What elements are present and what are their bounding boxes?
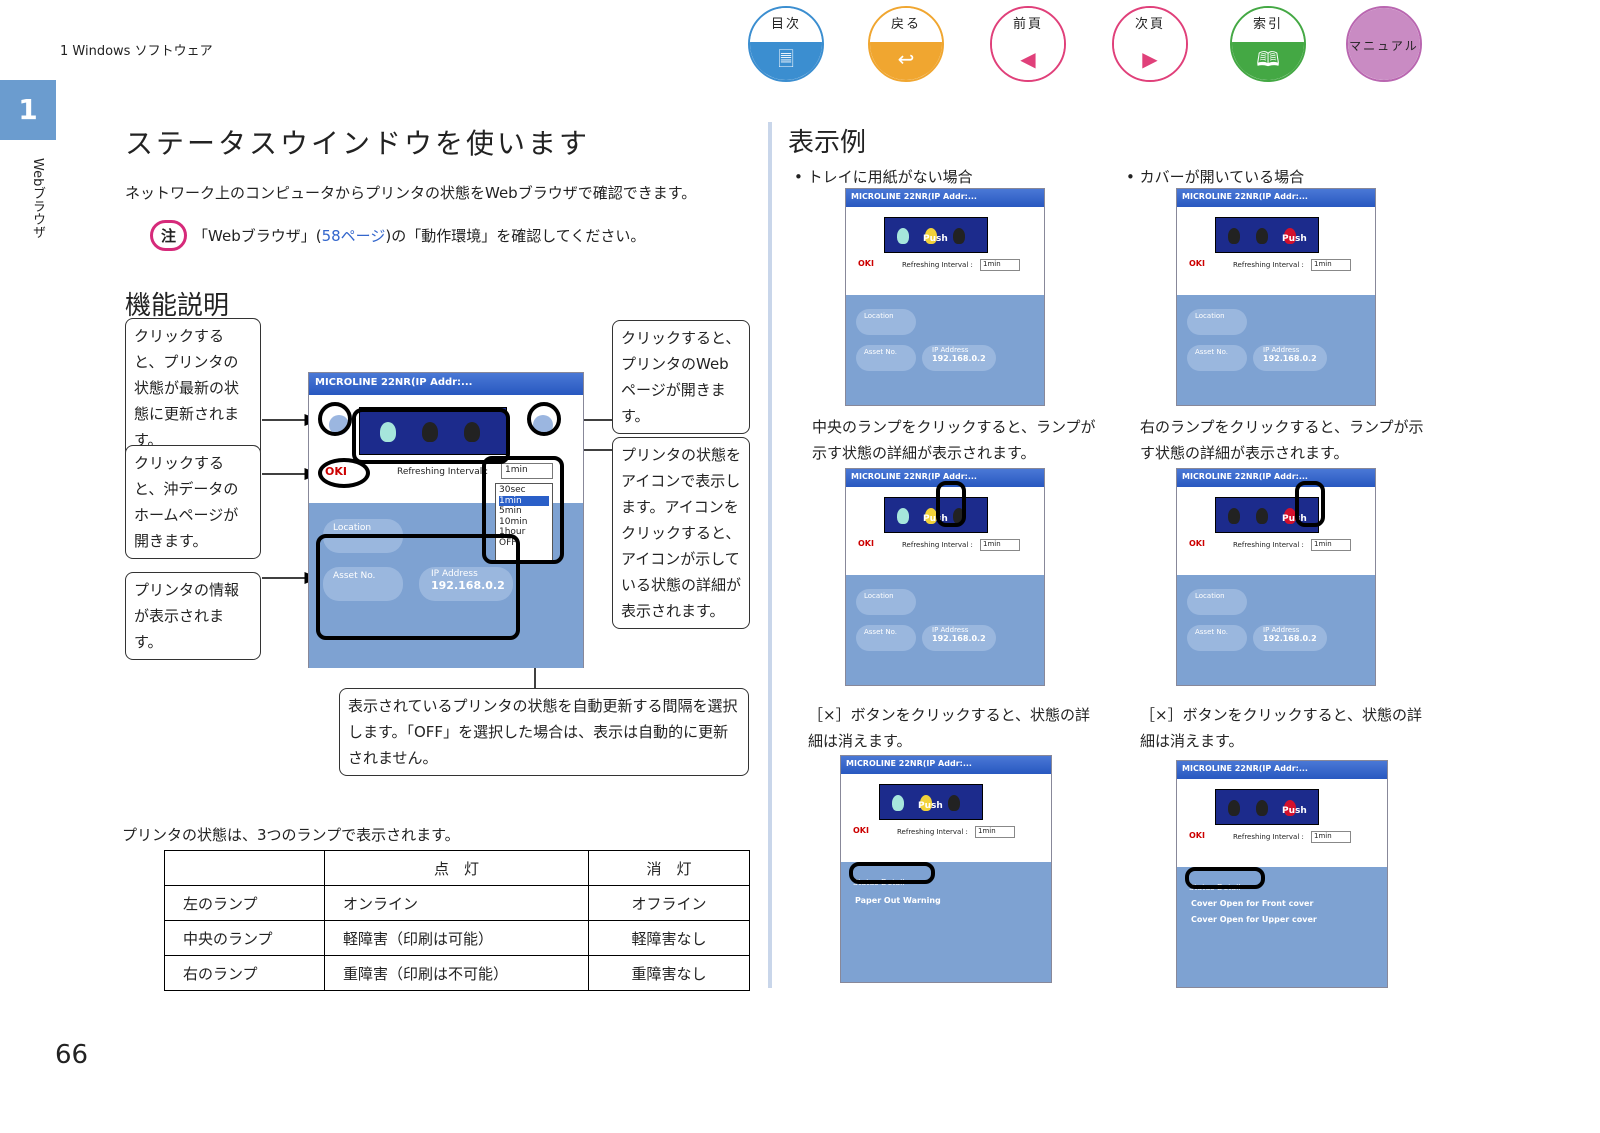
page-link[interactable]: 58ページ bbox=[321, 227, 386, 245]
table-row: 右のランプ重障害（印刷は不可能）重障害なし bbox=[164, 955, 750, 991]
highlight-status-detail bbox=[849, 862, 935, 884]
highlight-lamps bbox=[352, 408, 510, 464]
side-tab-number: 1 bbox=[0, 80, 56, 140]
callout-oki: クリックすると、沖データのホームページが開きます。 bbox=[125, 445, 261, 559]
highlight-web bbox=[527, 402, 561, 436]
right-caption-1: 右のランプをクリックすると、ランプが示す状態の詳細が表示されます。 bbox=[1140, 418, 1424, 462]
note: 注 「Webブラウザ」(58ページ)の「動作環境」を確認してください。 bbox=[150, 220, 645, 251]
nav-next-button[interactable]: 次頁▶ bbox=[1112, 6, 1188, 82]
callout-status: プリンタの状態をアイコンで表示します。アイコンをクリックすると、アイコンが示して… bbox=[612, 437, 750, 629]
highlight-lamp bbox=[1295, 481, 1325, 527]
highlight-info bbox=[316, 534, 520, 640]
column-divider bbox=[768, 122, 772, 988]
left-caption-1: 中央のランプをクリックすると、ランプが示す状態の詳細が表示されます。 bbox=[812, 418, 1096, 462]
right-bullet: • カバーが開いている場合 bbox=[1126, 168, 1305, 186]
lamp-panel[interactable] bbox=[359, 407, 507, 455]
callout-web: クリックすると、プリンタのWebページが開きます。 bbox=[612, 320, 750, 434]
callout-refresh: クリックすると、プリンタの状態が最新の状態に更新されます。 bbox=[125, 318, 261, 458]
asset-field: Asset No. bbox=[323, 567, 403, 601]
side-tab-label: Webブラウザ bbox=[30, 158, 45, 239]
window-title: MICROLINE 22NR(IP Addr:... bbox=[309, 373, 583, 395]
highlight-lamp bbox=[936, 481, 966, 527]
table-intro: プリンタの状態は、3つのランプで表示されます。 bbox=[122, 826, 460, 844]
left-caption-2: ［×］ボタンをクリックすると、状態の詳細は消えます。 bbox=[808, 706, 1090, 750]
lamp-table: 点 灯消 灯 左のランプオンラインオフライン 中央のランプ軽障害（印刷は可能）軽… bbox=[164, 850, 750, 991]
intro-text: ネットワーク上のコンピュータからプリンタの状態をWebブラウザで確認できます。 bbox=[125, 184, 697, 202]
left-bullet: • トレイに用紙がない場合 bbox=[794, 168, 973, 186]
highlight-interval bbox=[482, 456, 564, 564]
nav-prev-button[interactable]: 前頁◀ bbox=[990, 6, 1066, 82]
page-number: 66 bbox=[55, 1040, 89, 1070]
table-row: 左のランプオンラインオフライン bbox=[164, 885, 750, 921]
examples-title: 表示例 bbox=[788, 128, 867, 158]
chapter-header: 1 Windows ソフトウェア bbox=[60, 44, 213, 59]
table-row: 中央のランプ軽障害（印刷は可能）軽障害なし bbox=[164, 920, 750, 956]
highlight-refresh bbox=[318, 402, 352, 436]
right-caption-2: ［×］ボタンをクリックすると、状態の詳細は消えます。 bbox=[1140, 706, 1422, 750]
callout-interval: 表示されているプリンタの状態を自動更新する間隔を選択します。「OFF」を選択した… bbox=[339, 688, 749, 776]
note-badge: 注 bbox=[150, 220, 188, 251]
nav-manual-button[interactable]: マニュアル bbox=[1346, 6, 1422, 82]
page-title: ステータスウインドウを使います bbox=[125, 127, 591, 160]
interval-select[interactable]: 1min bbox=[501, 463, 553, 479]
highlight-oki bbox=[318, 458, 370, 488]
section-title: 機能説明 bbox=[125, 291, 230, 321]
nav-back-button[interactable]: 戻る↩ bbox=[868, 6, 944, 82]
callout-info: プリンタの情報が表示されます。 bbox=[125, 572, 261, 660]
nav-contents-button[interactable]: 目次🗏 bbox=[748, 6, 824, 82]
highlight-status-detail bbox=[1185, 867, 1265, 889]
